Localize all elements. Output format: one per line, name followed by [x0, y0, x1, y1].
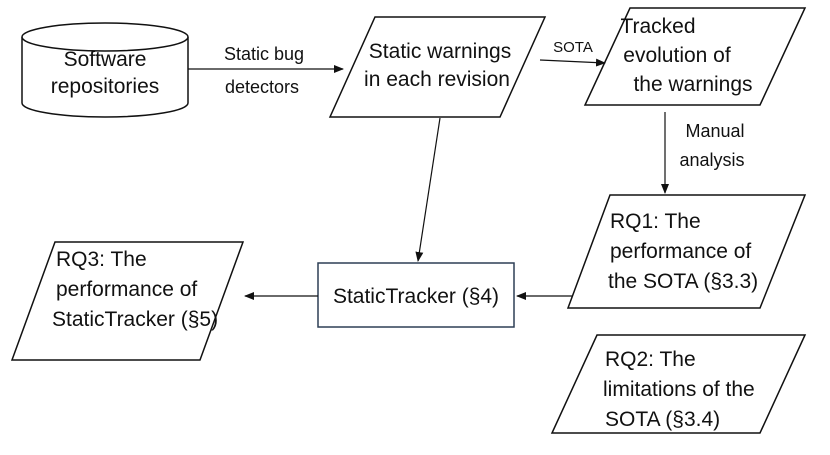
rq3-line-3: StaticTracker (§5): [52, 308, 218, 331]
tracked-evolution-line-1: Tracked: [620, 15, 695, 38]
node-tracked-evolution: Tracked evolution of the warnings: [583, 7, 807, 106]
edge-label-manual: Manual: [685, 121, 744, 141]
rq3-line-1: RQ3: The: [56, 248, 147, 271]
edge-label-static-bug: Static bug: [224, 44, 304, 64]
rq3-line-2: performance of: [56, 278, 197, 301]
rq1-line-3: the SOTA (§3.3): [608, 270, 758, 293]
static-warnings-line-1: Static warnings: [369, 40, 511, 63]
edge-label-detectors: detectors: [225, 77, 299, 97]
node-rq3: RQ3: The performance of StaticTracker (§…: [10, 241, 245, 361]
rq1-line-2: performance of: [610, 240, 751, 263]
tracked-evolution-line-3: the warnings: [633, 73, 752, 96]
software-repositories-line-1: Software: [64, 48, 147, 71]
edge-repos-to-warnings: Static bug detectors: [188, 44, 344, 97]
edge-label-sota: SOTA: [553, 39, 593, 56]
static-tracker-label: StaticTracker (§4): [333, 285, 499, 308]
node-static-tracker: StaticTracker (§4): [317, 262, 515, 328]
node-software-repositories: Software repositories: [21, 22, 189, 118]
rq2-line-2: limitations of the: [603, 378, 755, 401]
static-warnings-line-2: in each revision: [364, 68, 510, 91]
software-repositories-line-2: repositories: [51, 75, 160, 98]
edge-warnings-to-tracked: SOTA: [539, 39, 606, 67]
tracked-evolution-line-2: evolution of: [623, 44, 731, 67]
edge-tracked-to-rq1: Manual analysis: [661, 112, 745, 194]
node-static-warnings: Static warnings in each revision: [328, 16, 547, 118]
rq1-line-1: RQ1: The: [610, 210, 701, 233]
node-rq1: RQ1: The performance of the SOTA (§3.3): [566, 194, 807, 309]
node-rq2: RQ2: The limitations of the SOTA (§3.4): [550, 334, 807, 434]
rq2-line-1: RQ2: The: [605, 348, 696, 371]
edge-label-analysis: analysis: [679, 150, 744, 170]
rq2-line-3: SOTA (§3.4): [605, 408, 720, 431]
edge-warnings-to-tracker: [415, 117, 441, 262]
